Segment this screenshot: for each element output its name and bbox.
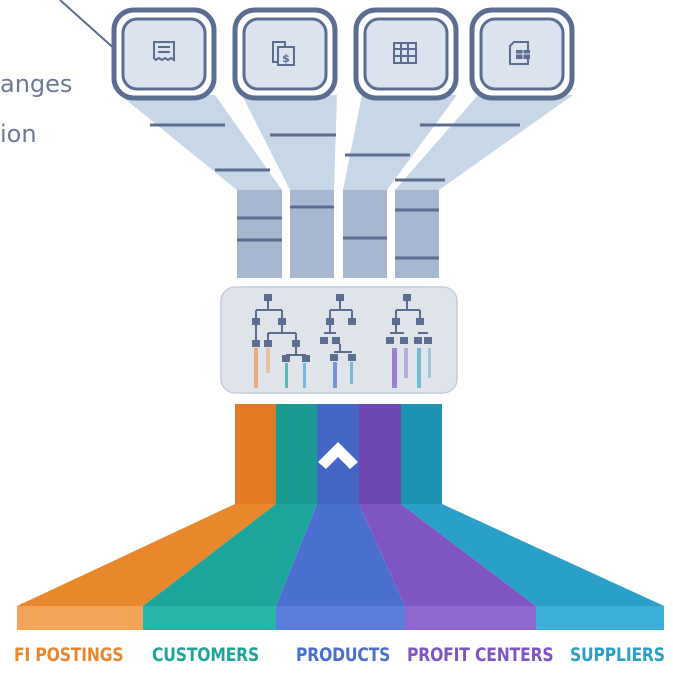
spreadsheet-grid-icon xyxy=(353,7,459,101)
hierarchy-tree-icon xyxy=(252,294,310,362)
hierarchy-tree-icon xyxy=(386,294,432,344)
label-suppliers: SUPPLIERS xyxy=(570,644,665,666)
stream-customers xyxy=(276,404,317,504)
invoice-dollar-icon: $ xyxy=(232,7,338,101)
callout-line xyxy=(59,0,119,53)
label-products: PRODUCTS xyxy=(296,644,391,666)
stream-profit-centers xyxy=(359,404,401,504)
funnel-beams xyxy=(120,95,573,190)
stream-fi-postings xyxy=(235,404,276,504)
side-text-line-1: anges xyxy=(0,70,73,98)
source-icons: $ xyxy=(111,7,575,101)
svg-text:$: $ xyxy=(282,52,290,65)
category-streams xyxy=(235,404,442,504)
folder-table-icon xyxy=(469,7,575,101)
stream-suppliers xyxy=(401,404,442,504)
hierarchy-panel xyxy=(220,286,458,394)
hierarchy-tree-icon xyxy=(320,294,356,361)
data-pipes xyxy=(237,190,439,278)
chevron-up-icon xyxy=(318,442,358,469)
label-profit-centers: PROFIT CENTERS xyxy=(407,644,554,666)
category-fan xyxy=(17,504,664,630)
side-text-line-2: ion xyxy=(0,120,37,148)
label-customers: CUSTOMERS xyxy=(152,644,260,666)
receipt-document-icon xyxy=(111,7,217,101)
label-fi-postings: FI POSTINGS xyxy=(14,644,124,666)
